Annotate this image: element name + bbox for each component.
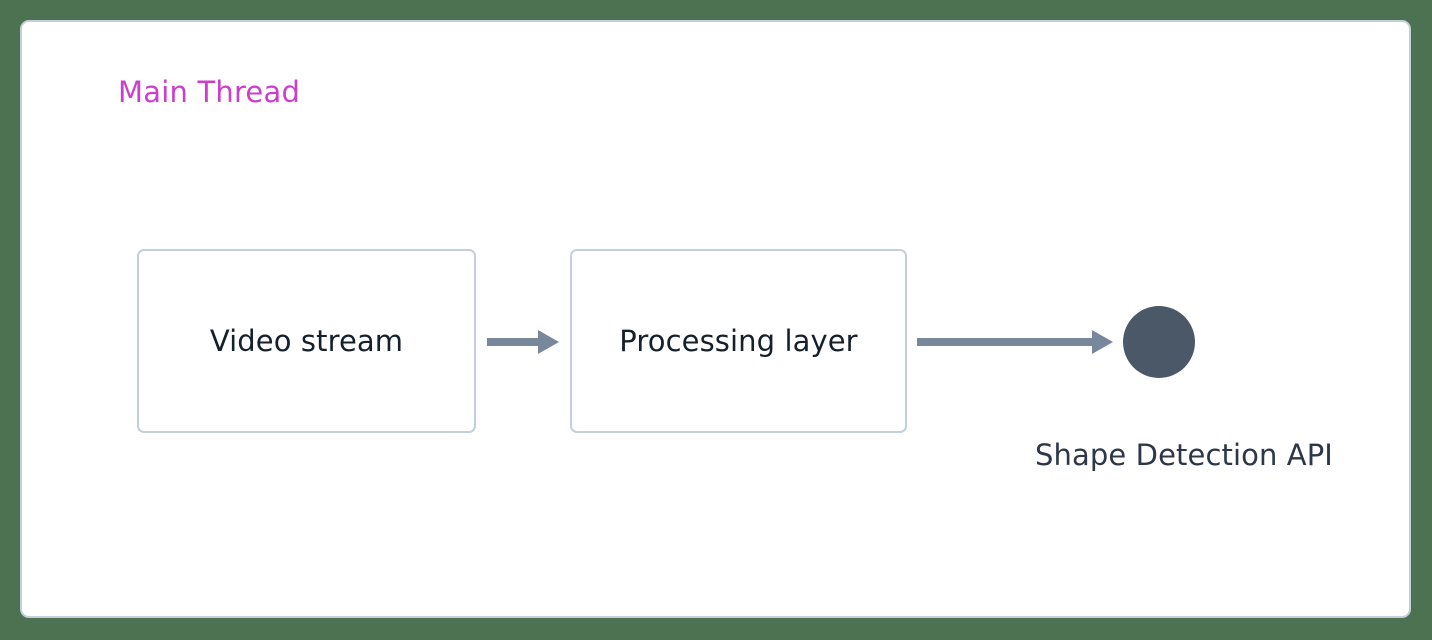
- node-video-stream-label: Video stream: [209, 323, 404, 358]
- arrow-processing-to-api-icon: [917, 330, 1113, 354]
- node-shape-detection-api-label: Shape Detection API: [1035, 438, 1333, 472]
- arrow-shaft: [487, 338, 540, 346]
- arrow-head: [538, 330, 559, 354]
- arrow-video-to-processing-icon: [487, 330, 559, 354]
- main-thread-container: Main Thread Video stream Processing laye…: [20, 20, 1411, 618]
- node-processing-layer-label: Processing layer: [619, 323, 858, 358]
- node-shape-detection-api[interactable]: [1123, 306, 1195, 378]
- node-video-stream[interactable]: Video stream: [137, 249, 476, 433]
- arrow-shaft: [917, 338, 1094, 346]
- main-thread-label: Main Thread: [118, 75, 301, 109]
- arrow-head: [1092, 330, 1113, 354]
- node-processing-layer[interactable]: Processing layer: [570, 249, 907, 433]
